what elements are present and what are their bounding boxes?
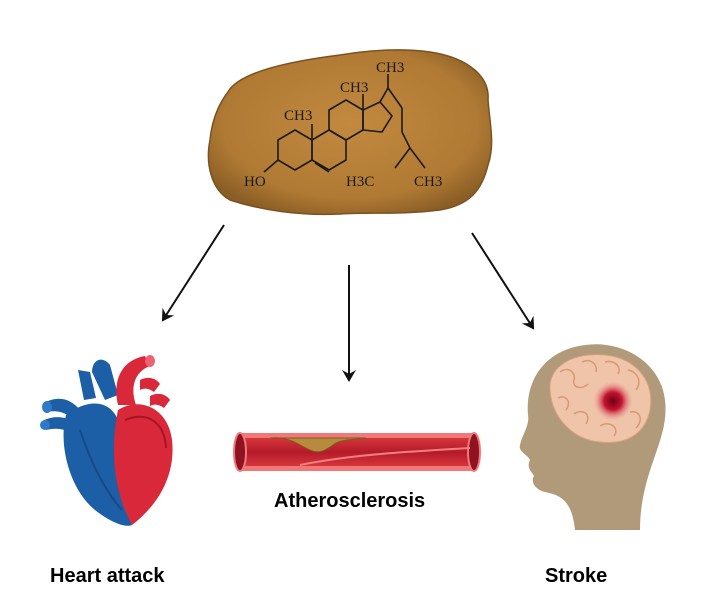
cholesterol-blob (207, 49, 493, 216)
h3c-label: H3C (346, 174, 374, 190)
heart-icon (40, 355, 173, 526)
ch3-left-label: CH3 (284, 108, 312, 124)
heart-attack-label: Heart attack (50, 565, 165, 587)
plaque (269, 437, 367, 453)
arrow-to-brain (471, 232, 535, 330)
artery-icon (233, 432, 481, 472)
brain-head-icon (519, 344, 666, 530)
stroke-label: Stroke (545, 565, 607, 587)
ch3-mid-label: CH3 (340, 80, 368, 96)
arrow-to-heart (161, 224, 225, 322)
ho-label: HO (244, 174, 266, 190)
ch3-right-label: CH3 (414, 174, 442, 190)
atherosclerosis-label: Atherosclerosis (274, 490, 425, 512)
stroke-spot (593, 381, 633, 421)
ch3-top-label: CH3 (376, 60, 404, 76)
cholesterol-structure (263, 74, 426, 173)
